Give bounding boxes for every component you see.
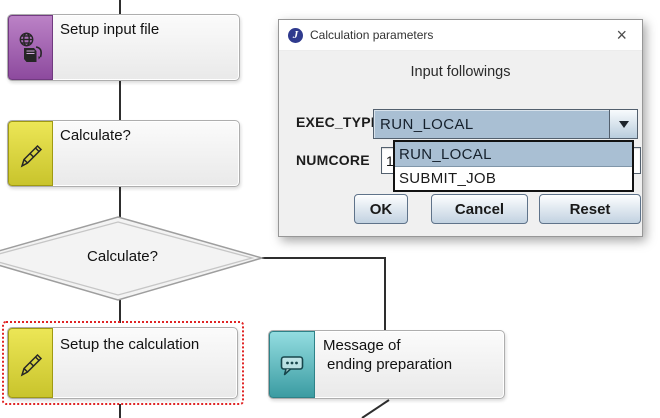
node-label: Setup input file [60,21,160,38]
combobox-dropdown-button[interactable] [609,110,637,138]
selection-outline [2,321,244,405]
cancel-button[interactable]: Cancel [431,194,528,224]
pencil-icon [8,328,53,398]
message-bubble-icon [269,331,315,398]
dialog-body: Input followings EXEC_TYPE RUN_LOCAL NUM… [279,51,642,237]
close-icon[interactable]: × [616,25,627,45]
ok-button[interactable]: OK [354,194,408,224]
dropdown-option-run-local[interactable]: RUN_LOCAL [395,142,632,167]
node-calculate-activity[interactable]: Calculate? [7,120,240,187]
globe-book-icon [8,15,53,80]
calculation-parameters-dialog: J Calculation parameters × Input followi… [278,19,643,237]
node-setup-input-file[interactable]: Setup input file [7,14,240,81]
chevron-down-icon [618,120,629,128]
node-message-ending-preparation[interactable]: Message of ending preparation [268,330,505,399]
numcore-label: NUMCORE [296,152,370,168]
node-setup-calculation[interactable]: Setup the calculation [7,327,238,399]
exec-type-label: EXEC_TYPE [296,114,381,130]
node-label: Calculate? [60,127,131,144]
reset-button[interactable]: Reset [539,194,641,224]
dropdown-option-submit-job[interactable]: SUBMIT_JOB [395,167,632,189]
app-j-icon: J [288,27,303,43]
dialog-heading: Input followings [410,64,511,80]
pencil-icon [8,121,53,186]
connector-message-bottom [361,399,390,418]
connector-decision-message [262,257,386,330]
exec-type-dropdown-list: RUN_LOCAL SUBMIT_JOB [393,140,634,192]
node-label-line1: Message of [323,337,401,354]
decision-node[interactable]: Calculate? [87,248,158,265]
node-label: Setup the calculation [60,336,200,353]
exec-type-value: RUN_LOCAL [380,115,474,133]
node-label-line2: ending preparation [327,356,453,373]
dialog-titlebar[interactable]: J Calculation parameters × [279,20,642,51]
exec-type-combobox[interactable]: RUN_LOCAL [373,109,638,139]
dialog-title: Calculation parameters [310,28,434,42]
